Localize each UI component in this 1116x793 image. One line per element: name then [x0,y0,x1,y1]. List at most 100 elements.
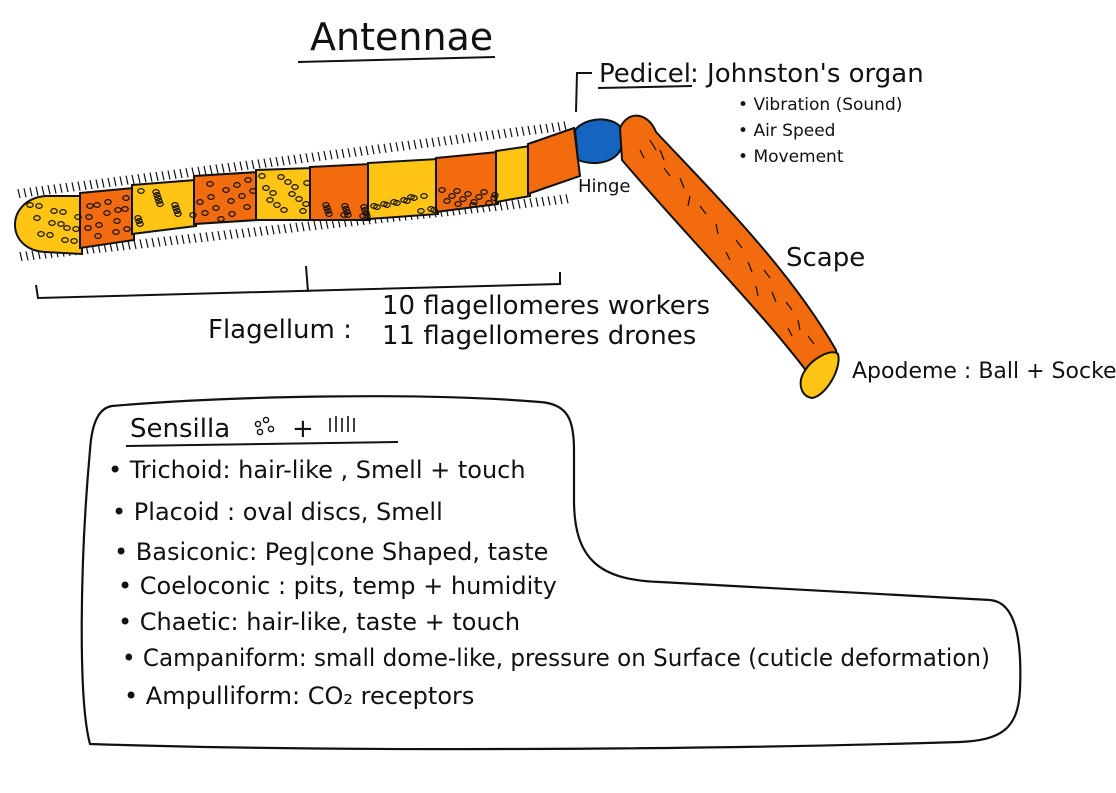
hair [53,184,57,194]
placoid-dot [222,187,230,194]
placoid-dot [360,204,368,211]
hair [121,241,125,251]
placoid-dot [430,207,438,214]
placoid-dot [201,210,209,217]
hair [329,150,333,160]
hair [301,222,305,232]
hair [461,133,465,144]
hair [131,174,135,185]
placoid-dot [135,218,143,225]
hair [245,160,249,170]
hair [317,151,321,162]
hair [233,162,237,172]
hair [221,163,225,173]
hair [509,128,513,138]
placoid-dot [342,206,350,213]
hair [83,180,87,190]
hair [557,122,561,132]
sensilla-heading: Sensilla [130,414,230,444]
hair [505,200,509,210]
hair [517,199,521,209]
flagellum-drones: 11 flagellomeres drones [382,321,696,351]
placoid-dot [227,198,235,205]
placoid-dot [269,190,277,197]
placoid-dot [123,226,131,233]
hair [395,142,399,152]
placoid-dot [469,202,477,209]
placoid-dot [249,188,257,195]
hair [47,185,51,195]
hair [323,151,327,161]
hair [89,179,93,190]
hair [215,164,219,174]
hair [77,181,81,191]
placoid-dot [340,212,348,219]
placoid-dot [325,211,333,218]
hair [449,135,453,145]
flagellomere-4 [193,170,259,226]
hair [431,137,435,147]
placoid-dot [373,204,381,211]
hair [455,134,459,144]
placoid-dot [61,237,69,244]
hair [41,185,45,196]
placoid-dot [196,199,204,206]
hair [307,221,311,231]
hair [145,238,149,248]
apodeme-label: Apodeme : Ball + Socket [852,359,1116,384]
hair [209,165,213,175]
hair [359,146,363,156]
placoid-dot [277,174,285,181]
hair [467,133,471,143]
placoid-dot [86,203,94,210]
hair [59,183,63,193]
placoid-dot [383,202,391,209]
placoid-dot [459,196,467,203]
placoid-dot [153,192,161,199]
hair [253,227,257,237]
placoid-dot [273,202,281,209]
placoid-dot [189,212,197,219]
hair [217,230,221,241]
sensilla-item-campaniform: • Campaniform: small dome-like, pressure… [122,644,990,672]
placoid-dot [243,204,251,211]
placoid-dot [206,181,214,188]
hair [179,168,183,179]
hair [559,194,563,205]
hair [437,136,441,147]
scape [618,114,838,386]
placoid-dot [121,206,129,213]
placoid-dot [57,221,65,228]
hair [247,227,251,238]
hair [521,126,525,136]
page-title: Antennae [310,15,493,59]
placoid-dot [258,173,266,180]
hair [127,240,131,250]
hair [283,224,287,234]
placoid-dot [172,205,180,212]
placoid-dot [155,198,163,205]
placoid-dot [156,201,164,208]
placoid-dot [344,212,352,219]
hair [275,156,279,167]
hair [137,174,141,184]
flagellomere-7 [367,157,439,221]
placoid-dot [454,201,462,208]
hair [125,175,129,185]
placoid-dot [103,210,111,217]
hair [169,236,173,246]
placoid-dot [136,221,144,228]
hair [371,145,375,155]
flagellum-workers: 10 flagellomeres workers [382,291,710,321]
hair [35,186,39,196]
placoid-dot [93,202,101,209]
hair [163,236,167,246]
hair [541,196,545,207]
hair [497,129,501,139]
sensilla-item-coeloconic: • Coeloconic : pits, temp + humidity [118,572,557,600]
hair [299,154,303,164]
placoid-dot [393,200,401,207]
hair [289,223,293,233]
hair [191,167,195,177]
hair [23,188,27,198]
